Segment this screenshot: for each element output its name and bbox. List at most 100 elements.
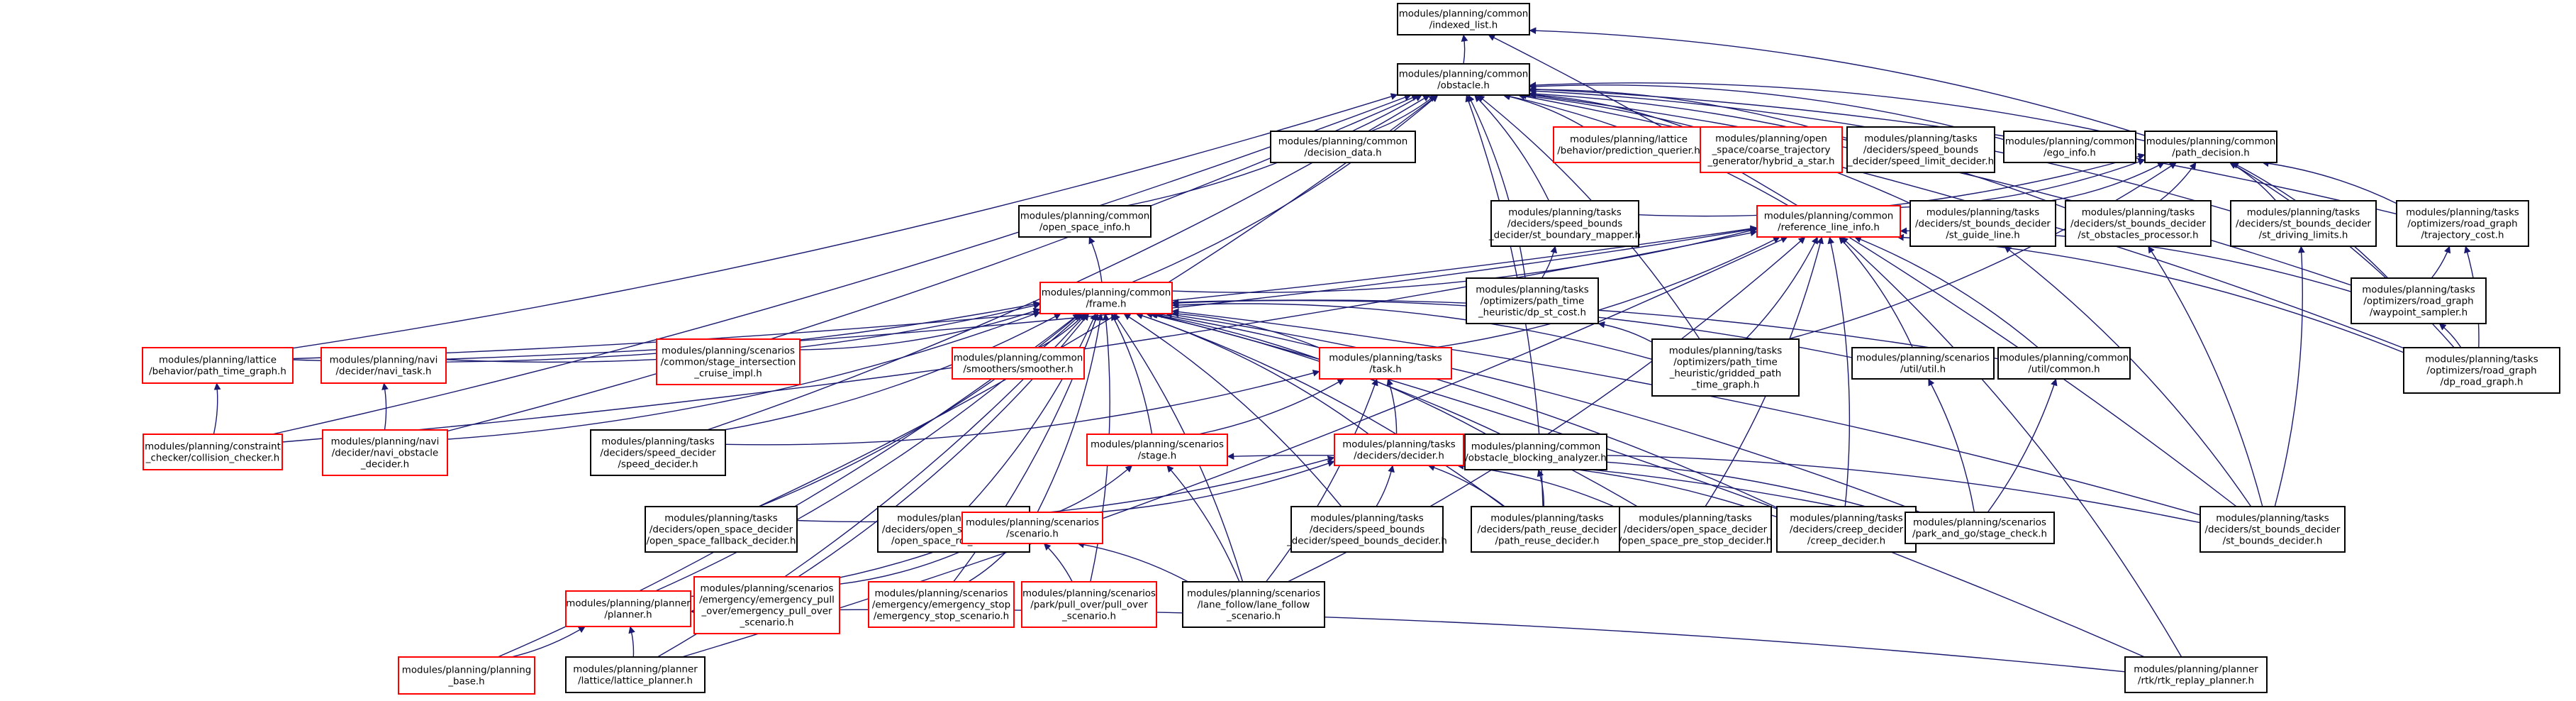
node-label-line: _scenario.h xyxy=(1226,612,1281,622)
node-gridded-path-time-graph[interactable]: modules/planning/tasks/optimizers/path_t… xyxy=(1651,338,1800,397)
node-open-space-pre-stop-decider[interactable]: modules/planning/tasks/deciders/open_spa… xyxy=(1619,506,1772,553)
node-path-decision[interactable]: modules/planning/common/path_decision.h xyxy=(2144,131,2277,163)
node-box xyxy=(1846,126,1995,173)
node-ego-info[interactable]: modules/planning/common/ego_info.h xyxy=(2003,131,2136,163)
node-hybrid-a-star[interactable]: modules/planning/open_space/coarse_traje… xyxy=(1700,126,1843,173)
node-smoother[interactable]: modules/planning/common/smoothers/smooth… xyxy=(952,347,1085,380)
node-st-driving-limits[interactable]: modules/planning/tasks/deciders/st_bound… xyxy=(2230,200,2377,247)
edge-creep-decider-to-frame xyxy=(1156,311,1778,509)
edge-path-reuse-decider-to-frame xyxy=(1135,312,1505,507)
node-dp-road-graph[interactable]: modules/planning/tasks/optimizers/road_g… xyxy=(2403,347,2560,394)
node-box xyxy=(1466,277,1599,324)
node-util-util[interactable]: modules/planning/scenarios/util/util.h xyxy=(1851,347,1995,380)
node-navi-obstacle-decider[interactable]: modules/planning/navi/decider/navi_obsta… xyxy=(322,429,448,476)
node-util-common[interactable]: modules/planning/common/util/common.h xyxy=(1997,347,2131,380)
node-label-line: /open_space_info.h xyxy=(1039,223,1130,233)
node-speed-bounds-decider[interactable]: modules/planning/tasks/deciders/speed_bo… xyxy=(1286,506,1447,553)
node-label-line: /open_space_pre_stop_decider.h xyxy=(1619,536,1772,547)
node-label-line: modules/planning/tasks xyxy=(1342,440,1455,451)
node-scenario[interactable]: modules/planning/scenarios/scenario.h xyxy=(961,512,1103,544)
node-st-obstacles-processor[interactable]: modules/planning/tasks/deciders/st_bound… xyxy=(2065,200,2212,247)
node-path-time-graph[interactable]: modules/planning/lattice/behavior/path_t… xyxy=(142,347,294,384)
node-speed-limit-decider[interactable]: modules/planning/tasks/deciders/speed_bo… xyxy=(1846,126,1995,173)
edge-open-space-roi-decider-to-frame xyxy=(968,313,1097,507)
node-label-line: /deciders/st_bounds_decider xyxy=(2070,219,2206,230)
edge-decider-to-task xyxy=(1386,378,1398,435)
node-dp-st-cost[interactable]: modules/planning/tasks/optimizers/path_t… xyxy=(1466,277,1599,324)
node-label-line: modules/planning/common xyxy=(1042,288,1171,299)
node-creep-decider[interactable]: modules/planning/tasks/deciders/creep_de… xyxy=(1776,506,1917,553)
node-box xyxy=(2199,506,2346,553)
node-label-line: modules/planning/tasks xyxy=(2247,208,2360,219)
node-label-line: /waypoint_sampler.h xyxy=(2370,308,2468,319)
node-decider[interactable]: modules/planning/tasks/deciders/decider.… xyxy=(1334,434,1464,466)
edge-dp-st-cost-to-st-boundary-mapper xyxy=(1541,245,1558,279)
node-rtk-replay-planner[interactable]: modules/planning/planner/rtk/rtk_replay_… xyxy=(2124,656,2268,693)
node-decision-data[interactable]: modules/planning/common/decision_data.h xyxy=(1270,131,1416,163)
node-label-line: /obstacle_blocking_analyzer.h xyxy=(1465,453,1606,464)
node-stage[interactable]: modules/planning/scenarios/stage.h xyxy=(1086,434,1228,466)
node-label-line: modules/planning/tasks xyxy=(1639,514,1751,524)
node-box xyxy=(2396,200,2529,247)
node-label-line: /decider/navi_task.h xyxy=(335,367,431,377)
node-st-boundary-mapper[interactable]: modules/planning/tasks/deciders/speed_bo… xyxy=(1488,200,1641,247)
node-open-space-fallback-decider[interactable]: modules/planning/tasks/deciders/open_spa… xyxy=(645,506,798,553)
node-label-line: /st_bounds_decider.h xyxy=(2223,536,2323,547)
node-planning-base[interactable]: modules/planning/planning_base.h xyxy=(398,656,535,695)
node-emergency-pull-over[interactable]: modules/planning/scenarios/emergency/eme… xyxy=(693,576,840,634)
node-label-line: _generator/hybrid_a_star.h xyxy=(1707,157,1834,167)
node-label-line: /optimizers/path_time xyxy=(1673,358,1778,368)
node-speed-decider[interactable]: modules/planning/tasks/deciders/speed_de… xyxy=(590,429,726,476)
node-navi-task[interactable]: modules/planning/navi/decider/navi_task.… xyxy=(320,347,447,384)
node-frame[interactable]: modules/planning/common/frame.h xyxy=(1039,282,1173,314)
node-box xyxy=(2230,200,2377,247)
node-label-line: modules/planning/planner xyxy=(573,665,698,675)
edge-stage-to-frame xyxy=(1110,313,1153,435)
node-lattice-planner[interactable]: modules/planning/planner/lattice/lattice… xyxy=(565,656,706,693)
edge-stage-check-to-frame xyxy=(1165,311,1921,513)
node-label-line: /deciders/open_space_decider xyxy=(1624,525,1768,536)
node-stage-intersection[interactable]: modules/planning/scenarios/common/stage_… xyxy=(656,338,801,385)
node-box xyxy=(565,590,691,627)
node-reference-line-info[interactable]: modules/planning/common/reference_line_i… xyxy=(1756,205,1901,238)
node-open-space-info[interactable]: modules/planning/common/open_space_info.… xyxy=(1018,205,1152,238)
edge-gridded-path-time-graph-to-dp-st-cost xyxy=(1598,321,1653,343)
node-planner[interactable]: modules/planning/planner/planner.h xyxy=(565,590,691,627)
node-obstacle-blocking-analyzer[interactable]: modules/planning/common/obstacle_blockin… xyxy=(1464,434,1607,470)
node-st-guide-line[interactable]: modules/planning/tasks/deciders/st_bound… xyxy=(1909,200,2056,247)
node-label-line: _base.h xyxy=(447,677,484,688)
node-label-line: modules/planning/common xyxy=(1278,137,1408,148)
node-label-line: /deciders/speed_decider xyxy=(600,448,716,459)
node-lane-follow[interactable]: modules/planning/scenarios/lane_follow/l… xyxy=(1182,581,1325,628)
edge-rtk-replay-planner-to-reference-line-info xyxy=(1841,236,2182,658)
node-waypoint-sampler[interactable]: modules/planning/tasks/optimizers/road_g… xyxy=(2351,277,2487,324)
node-label-line: /deciders/speed_bounds xyxy=(1863,145,1978,156)
node-path-reuse-decider[interactable]: modules/planning/tasks/deciders/path_reu… xyxy=(1471,506,1624,553)
edge-decision-data-to-obstacle xyxy=(1371,94,1437,132)
node-box xyxy=(645,506,798,553)
node-label-line: modules/planning/common xyxy=(1764,211,1894,222)
node-label-line: /st_guide_line.h xyxy=(1946,231,2019,241)
edge-gridded-path-time-graph-to-path-decision xyxy=(1788,162,2178,340)
node-prediction-querier[interactable]: modules/planning/lattice/behavior/predic… xyxy=(1553,126,1705,163)
node-collision-checker[interactable]: modules/planning/constraint_checker/coll… xyxy=(143,434,283,470)
node-label-line: modules/planning/tasks xyxy=(2362,285,2475,296)
node-stage-check[interactable]: modules/planning/scenarios/park_and_go/s… xyxy=(1905,512,2055,544)
node-emergency-stop[interactable]: modules/planning/scenarios/emergency/eme… xyxy=(868,581,1015,628)
node-label-line: /obstacle.h xyxy=(1437,81,1490,92)
node-task[interactable]: modules/planning/tasks/task.h xyxy=(1319,347,1452,380)
node-trajectory-cost[interactable]: modules/planning/tasks/optimizers/road_g… xyxy=(2396,200,2529,247)
node-st-bounds-decider[interactable]: modules/planning/tasks/deciders/st_bound… xyxy=(2199,506,2346,553)
node-label-line: modules/planning/scenarios xyxy=(1091,440,1224,451)
edge-rtk-replay-planner-to-frame xyxy=(1151,311,2145,658)
node-pull-over[interactable]: modules/planning/scenarios/park/pull_ove… xyxy=(1021,581,1157,628)
node-box xyxy=(961,512,1103,544)
node-indexed-list[interactable]: modules/planning/common/indexed_list.h xyxy=(1397,3,1530,35)
node-box xyxy=(1471,506,1624,553)
edge-gridded-path-time-graph-to-frame xyxy=(1171,302,1653,360)
node-layer: modules/planning/common/indexed_list.hmo… xyxy=(142,3,2560,695)
node-obstacle[interactable]: modules/planning/common/obstacle.h xyxy=(1397,63,1530,96)
edge-scenario-to-frame xyxy=(1037,313,1104,513)
node-label-line: /path_reuse_decider.h xyxy=(1495,536,1599,547)
node-box xyxy=(1397,3,1530,35)
